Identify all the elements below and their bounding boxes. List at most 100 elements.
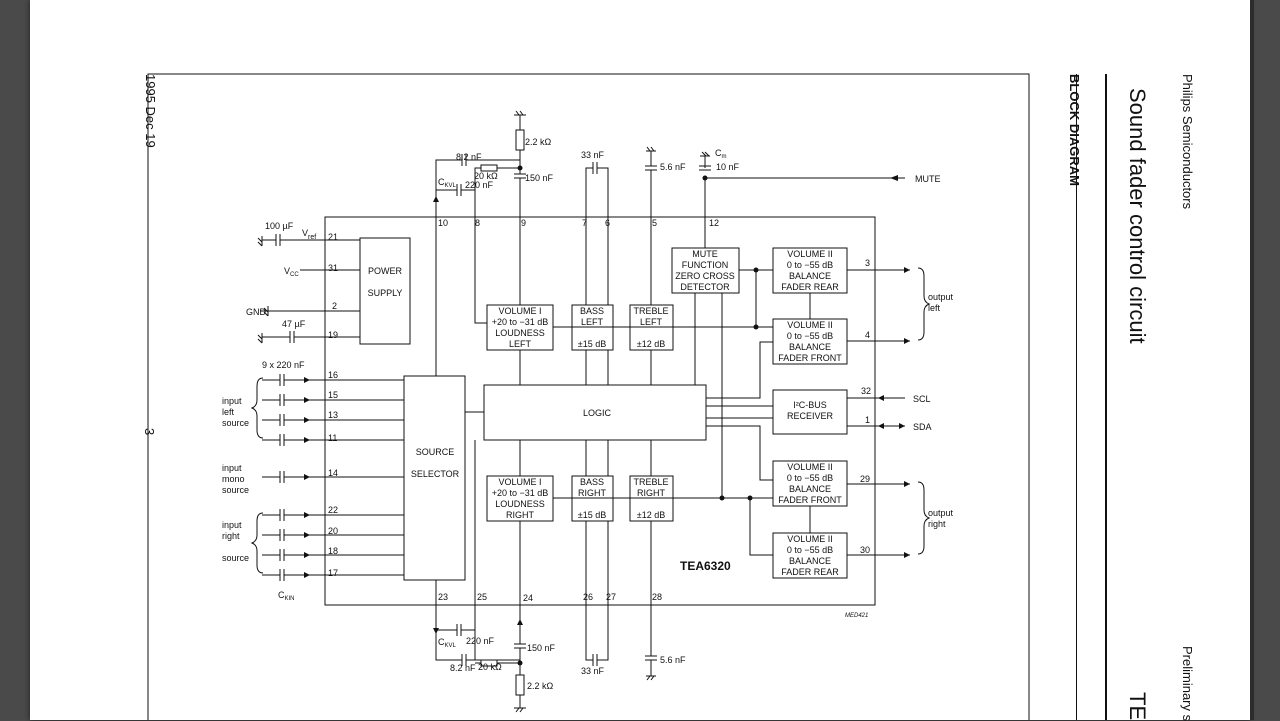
res-bot-20k: 20 kΩ [478, 662, 502, 672]
v2fr-l4: FADER FRONT [778, 495, 842, 505]
pin-25: 25 [477, 592, 487, 602]
input-right-l3: source [222, 553, 249, 563]
pin-16: 16 [328, 370, 338, 380]
v2fl-l3: BALANCE [789, 342, 831, 352]
pin-5: 5 [652, 218, 657, 228]
pin-20: 20 [328, 526, 338, 536]
output-right-l1: output [928, 508, 954, 518]
i2c-l2: RECEIVER [787, 411, 834, 421]
pin-23: 23 [438, 592, 448, 602]
cap-47uf: 47 µF [282, 319, 306, 329]
bass-left-l2: LEFT [581, 317, 604, 327]
bass-left-l3: ±15 dB [578, 339, 606, 349]
pin-19: 19 [328, 330, 338, 340]
v2fr-l3: BALANCE [789, 484, 831, 494]
input-mono-l3: source [222, 485, 249, 495]
pin-18: 18 [328, 546, 338, 556]
input-left-l3: source [222, 418, 249, 428]
power-supply-block [359, 237, 411, 345]
v2rr-l2: 0 to −55 dB [787, 545, 833, 555]
pin-2: 2 [332, 301, 337, 311]
pin-15: 15 [328, 390, 338, 400]
pin-21: 21 [328, 232, 338, 242]
pin-31: 31 [328, 263, 338, 273]
cap-cm-10nf: 10 nF [716, 162, 740, 172]
gnd-label: GND [246, 307, 267, 317]
title-rule [1105, 74, 1107, 720]
figure-ref: MED421 [845, 613, 868, 619]
cap-bot-8n2: 8.2 nF [450, 663, 476, 673]
vcc-label: VCC [284, 266, 299, 278]
source-selector-label-2: SELECTOR [411, 469, 460, 479]
chip-name: TEA6320 [680, 559, 731, 573]
cm-label: Cm [715, 148, 727, 160]
mute-l4: DETECTOR [680, 282, 730, 292]
i2c-l1: I²C-BUS [793, 400, 827, 410]
v2rl-l4: FADER REAR [781, 282, 839, 292]
pin-4: 4 [865, 330, 870, 340]
pin-3: 3 [865, 258, 870, 268]
treble-right-l2: RIGHT [637, 488, 666, 498]
res-bot-2k2: 2.2 kΩ [527, 681, 554, 691]
cap-bot-220: 220 nF [466, 636, 495, 646]
logic-label: LOGIC [583, 408, 612, 418]
pin-11: 11 [328, 433, 337, 443]
input-right-l1: input [222, 520, 242, 530]
output-left-l1: output [928, 292, 954, 302]
cap-top-5n6: 5.6 nF [660, 162, 686, 172]
v2fl-l2: 0 to −55 dB [787, 331, 833, 341]
output-left-l2: left [928, 303, 941, 313]
v2rr-l4: FADER REAR [781, 567, 839, 577]
mute-signal-label: MUTE [915, 174, 941, 184]
bass-right-l2: RIGHT [578, 488, 607, 498]
scl-label: SCL [913, 394, 931, 404]
v2fr-l2: 0 to −55 dB [787, 473, 833, 483]
input-mono-l2: mono [222, 474, 245, 484]
bass-right-l1: BASS [580, 477, 604, 487]
cap-top-33: 33 nF [581, 150, 605, 160]
cap-bot-150: 150 nF [527, 643, 556, 653]
treble-right-l1: TREBLE [633, 477, 668, 487]
document-page: 1995 Dec 19 3 BLOCK DIAGRAM Philips Semi… [30, 0, 1250, 721]
treble-right-l3: ±12 dB [637, 510, 665, 520]
pin-27: 27 [606, 592, 616, 602]
vol-right-l4: RIGHT [506, 510, 535, 520]
v2fl-l4: FADER FRONT [778, 353, 842, 363]
treble-left-l3: ±12 dB [637, 339, 665, 349]
pin-12: 12 [709, 218, 719, 228]
pin-1: 1 [865, 415, 870, 425]
source-selector-block [403, 375, 466, 581]
ckvl-bottom: CKVL [438, 637, 457, 649]
v2rr-l1: VOLUME II [787, 534, 833, 544]
output-right-l2: right [928, 519, 946, 529]
cap-top-8n2: 8.2 nF [456, 152, 482, 162]
pin-32: 32 [861, 386, 871, 396]
vol-right-l3: LOUDNESS [495, 499, 545, 509]
pin-22: 22 [328, 505, 338, 515]
input-right-l2: right [222, 531, 240, 541]
mute-l2: FUNCTION [682, 260, 729, 270]
cap-bot-5n6: 5.6 nF [660, 655, 686, 665]
mute-l1: MUTE [692, 249, 718, 259]
bass-right-l3: ±15 dB [578, 510, 606, 520]
v2fr-l1: VOLUME II [787, 462, 833, 472]
i2c-receiver-block [772, 389, 848, 435]
v2rl-l2: 0 to −55 dB [787, 260, 833, 270]
cap-bot-33: 33 nF [581, 666, 605, 676]
pin-13: 13 [328, 410, 338, 420]
pin-26: 26 [583, 592, 593, 602]
pin-30: 30 [860, 545, 870, 555]
mute-l3: ZERO CROSS [675, 271, 735, 281]
vol-left-l2: +20 to −31 dB [492, 317, 549, 327]
pin-6: 6 [605, 218, 610, 228]
power-supply-label-1: POWER [368, 266, 403, 276]
v2rl-l1: VOLUME II [787, 249, 833, 259]
input-mono-l1: input [222, 463, 242, 473]
pin-17: 17 [328, 568, 338, 578]
pin-9: 9 [521, 218, 526, 228]
pin-14: 14 [328, 468, 338, 478]
input-left-l2: left [222, 407, 235, 417]
v2fl-l1: VOLUME II [787, 320, 833, 330]
input-left-l1: input [222, 396, 242, 406]
